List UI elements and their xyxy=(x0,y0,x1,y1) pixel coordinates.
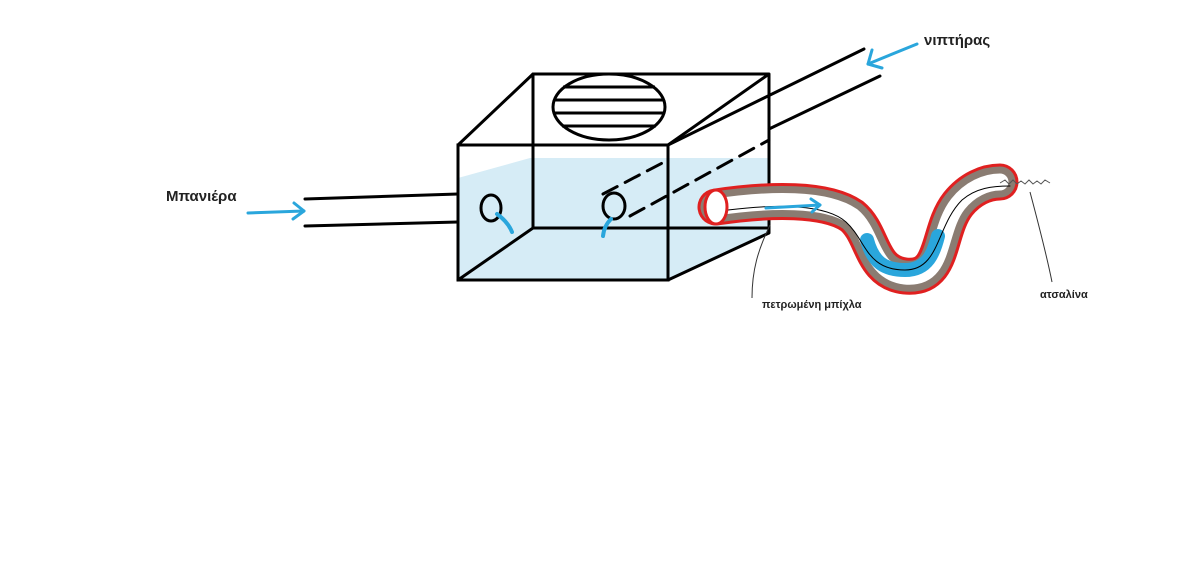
hardened-sludge-label: πετρωμένη μπίχλα xyxy=(762,299,862,311)
leader-lines xyxy=(751,191,1053,299)
bathtub-label: Μπανιέρα xyxy=(166,188,237,205)
grate-lid xyxy=(551,72,667,142)
siphon-flow-arrow xyxy=(764,197,822,214)
sink-inflow-arrow xyxy=(866,42,919,70)
bathtub-inflow-arrow xyxy=(246,201,306,221)
inlet-holes xyxy=(479,191,627,223)
outlet-siphon xyxy=(697,163,1019,295)
steel-wool-label: ατσαλίνα xyxy=(1040,289,1088,301)
bathtub-pipe xyxy=(303,192,460,228)
steel-wool-leader xyxy=(1029,191,1053,283)
steel-wool xyxy=(999,179,1051,185)
drain-box-top xyxy=(456,72,771,147)
sink-label: νιπτήρας xyxy=(924,32,991,49)
drain-box-front xyxy=(456,143,670,282)
water-drips xyxy=(495,212,613,238)
drain-box-back-edges xyxy=(456,72,771,282)
drain-box-side xyxy=(667,74,771,282)
hardened-sludge-leader xyxy=(751,224,771,299)
sink-pipe xyxy=(601,47,882,218)
